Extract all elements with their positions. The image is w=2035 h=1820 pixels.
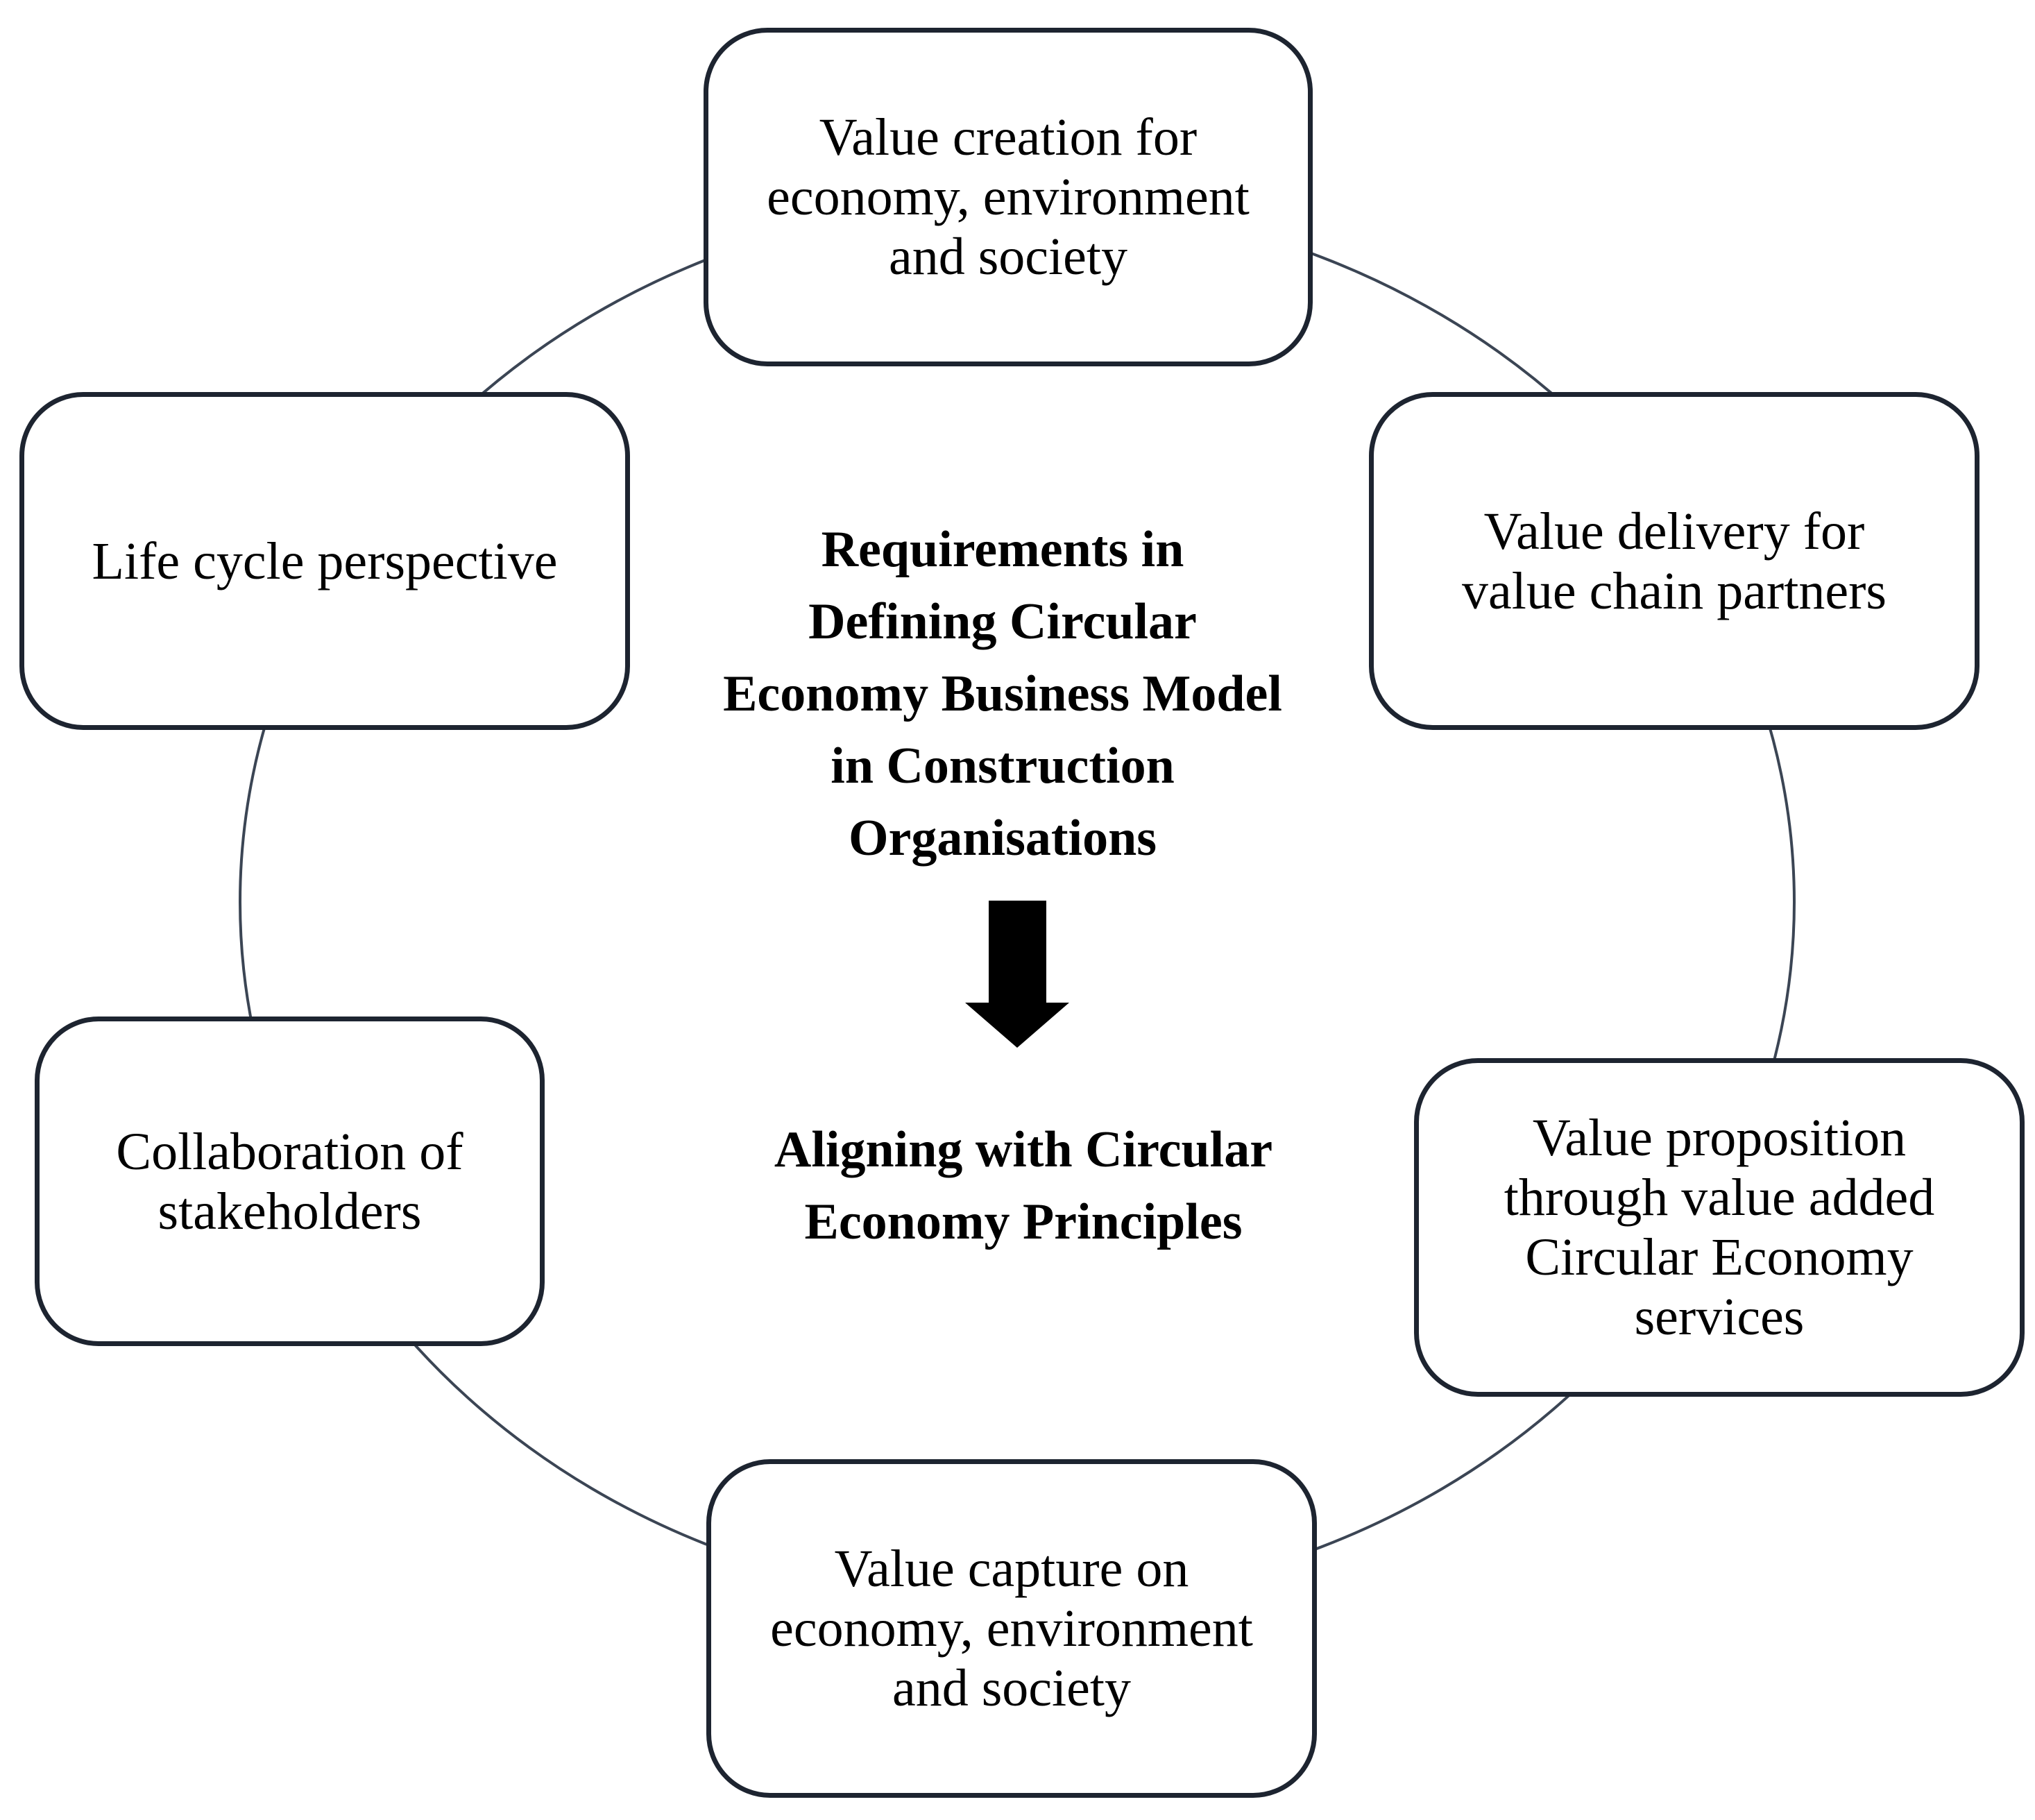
center-title: Requirements in Defining Circular Econom…: [723, 521, 1282, 867]
node-label: Value delivery for value chain partners: [1462, 502, 1887, 620]
node-label: Value creation for economy, environment …: [767, 108, 1250, 286]
node-value-creation: Value creation for economy, environment …: [704, 28, 1313, 366]
node-value-delivery: Value delivery for value chain partners: [1369, 392, 1979, 730]
node-label: Collaboration of stakeholders: [116, 1122, 463, 1241]
down-arrow-icon: [965, 901, 1069, 1048]
node-life-cycle-perspective: Life cycle perspective: [19, 392, 630, 730]
node-label: Value capture on economy, environment an…: [770, 1540, 1253, 1717]
node-label: Life cycle perspective: [92, 531, 558, 590]
node-value-capture: Value capture on economy, environment an…: [706, 1459, 1317, 1798]
node-collaboration-of-stakeholders: Collaboration of stakeholders: [35, 1017, 545, 1346]
center-subtitle: Aligning with Circular Economy Principle…: [774, 1121, 1273, 1250]
node-label: Value proposition through value added Ci…: [1504, 1109, 1935, 1346]
node-value-proposition: Value proposition through value added Ci…: [1414, 1058, 2025, 1397]
